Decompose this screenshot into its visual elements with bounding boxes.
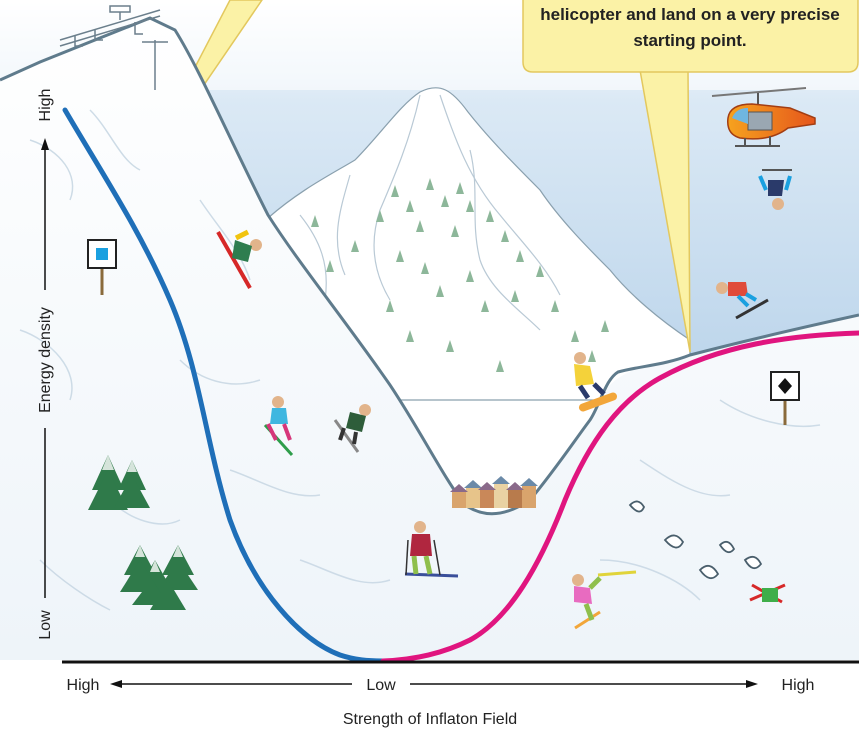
mountain-trees — [311, 178, 609, 372]
tumbling-skier — [572, 570, 637, 630]
skier-1 — [216, 229, 262, 289]
background-mountain — [267, 87, 691, 401]
x-axis-center-low-label: Low — [366, 677, 396, 694]
boulders — [628, 500, 763, 580]
aerial-skier-2 — [716, 282, 769, 320]
x-axis-title: Strength of Inflaton Field — [343, 711, 517, 728]
y-axis: High Energy density Low — [37, 89, 54, 640]
snowboarder-1 — [574, 352, 618, 412]
crashed-skier — [749, 583, 786, 604]
terrain-outline — [0, 16, 859, 516]
snow-texture — [19, 109, 821, 611]
helicopter-icon — [711, 87, 816, 147]
skier-4 — [404, 521, 459, 578]
village-icon — [450, 476, 538, 508]
left-energy-curve — [62, 107, 386, 664]
y-axis-low-label: Low — [37, 610, 54, 640]
mountain-ridges — [299, 94, 561, 331]
y-axis-title: Energy density — [37, 307, 54, 413]
aerial-skier-1 — [758, 169, 792, 210]
blue-square-sign-icon — [87, 239, 117, 295]
skier-3 — [333, 404, 371, 453]
skier-2 — [263, 396, 294, 457]
right-energy-curve — [380, 330, 859, 664]
skier-figures — [216, 169, 792, 630]
x-axis-right-high-label: High — [782, 677, 815, 694]
snow-terrain — [0, 18, 859, 660]
callout-line-1: helicopter and land on a very precise — [540, 5, 840, 24]
callout-line-2: starting point. — [633, 31, 746, 50]
chairlift-icon — [59, 5, 168, 90]
y-axis-high-label: High — [37, 89, 54, 122]
black-diamond-sign-icon — [770, 371, 800, 425]
x-axis-left-high-label: High — [67, 677, 100, 694]
callout-box: helicopter and land on a very precise st… — [522, 0, 859, 73]
x-axis-labels: High Low High Strength of Inflaton Field — [67, 677, 815, 728]
pine-tree-icon — [88, 455, 198, 610]
